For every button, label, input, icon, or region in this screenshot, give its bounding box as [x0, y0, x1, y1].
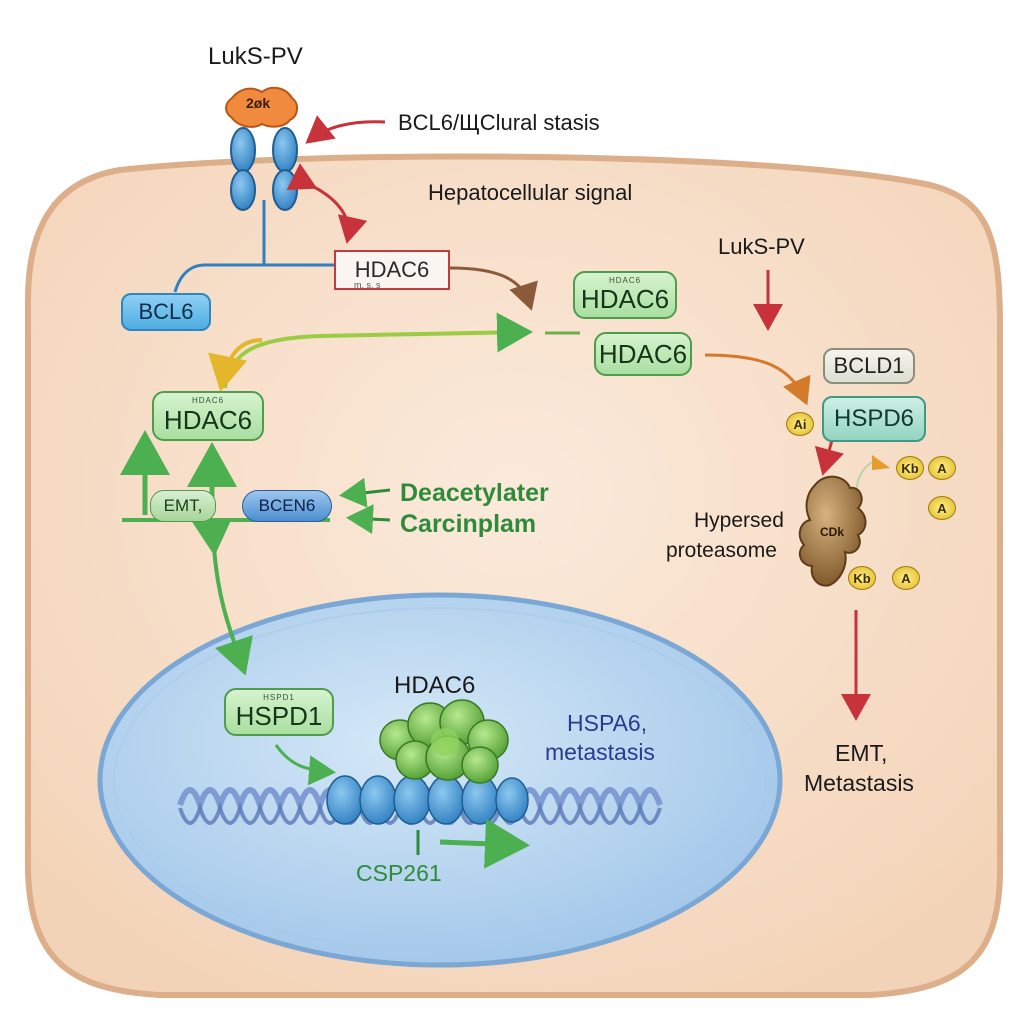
- nucleosome-beads: [326, 775, 529, 825]
- deacetylater-label: Deacetylater: [400, 479, 549, 507]
- token-a-lower: A: [892, 566, 920, 590]
- diagram-title: LukS-PV: [208, 43, 303, 70]
- nucleus-right-label-line1: HSPA6,: [567, 710, 648, 736]
- bcld1-box: BCLD1: [823, 348, 915, 384]
- nucleus-right-label-line2: metastasis: [545, 739, 655, 765]
- hspd1-label: HSPD1: [235, 700, 323, 731]
- bcen6-pill-label: BCEN6: [258, 496, 316, 515]
- hdac6-top-label: HDAC6: [354, 257, 430, 282]
- hdac6-top-sublabel: m. s. s: [354, 280, 381, 290]
- bcl6-box: BCL6: [121, 293, 211, 331]
- right-lukspv-label: LukS-PV: [718, 234, 805, 259]
- hdac6-top-box: HDAC6: [334, 250, 450, 290]
- nucleus-hdac6-label: HDAC6: [394, 672, 476, 699]
- carcinplam-label: Carcinplam: [400, 510, 537, 538]
- hspd1-small: HSPD1: [263, 693, 295, 702]
- token-kb-upper: Kb: [896, 456, 924, 480]
- token-a-middle: A: [928, 496, 956, 520]
- left-hdac6-label: HDAC6: [163, 404, 253, 435]
- left-hdac6-box: HDAC6 HDAC6: [152, 391, 264, 441]
- proteasome-inner-label: CDk: [820, 525, 845, 539]
- center-hdac6-upper-small: HDAC6: [608, 276, 642, 285]
- proteasome-label-line1: Hypersed: [694, 509, 784, 532]
- outcome-label-line1: EMT,: [835, 740, 888, 766]
- emt-pill-label: EMT,: [163, 496, 203, 515]
- proteasome-shape: [798, 475, 867, 587]
- center-hdac6-upper-label: HDAC6: [580, 283, 670, 314]
- hdac6-complex: [379, 699, 509, 784]
- hspd1-box: HSPD1 HSPD1: [224, 688, 334, 736]
- left-hdac6-small: HDAC6: [191, 396, 225, 405]
- emt-pill: EMT,: [150, 490, 216, 522]
- proteasome-label-line2: proteasome: [666, 539, 777, 562]
- token-a-upper: A: [928, 456, 956, 480]
- token-kb-lower: Kb: [848, 566, 876, 590]
- outcome-label-line2: Metastasis: [804, 770, 914, 796]
- gene-label: CSP261: [356, 860, 442, 886]
- bcen6-pill: BCEN6: [242, 490, 332, 522]
- center-hdac6-lower-box: HDAC6: [594, 332, 692, 376]
- center-hdac6-upper-box: HDAC6 HDAC6: [573, 271, 677, 319]
- receptor-ligand-label: 2øk: [246, 95, 271, 111]
- cell-region-label: Hepatocellular signal: [428, 180, 633, 205]
- token-ai: Ai: [786, 412, 814, 436]
- top-annotation: BCL6/ЩClural stasis: [398, 110, 600, 135]
- hspd6-box: HSPD6: [822, 396, 926, 442]
